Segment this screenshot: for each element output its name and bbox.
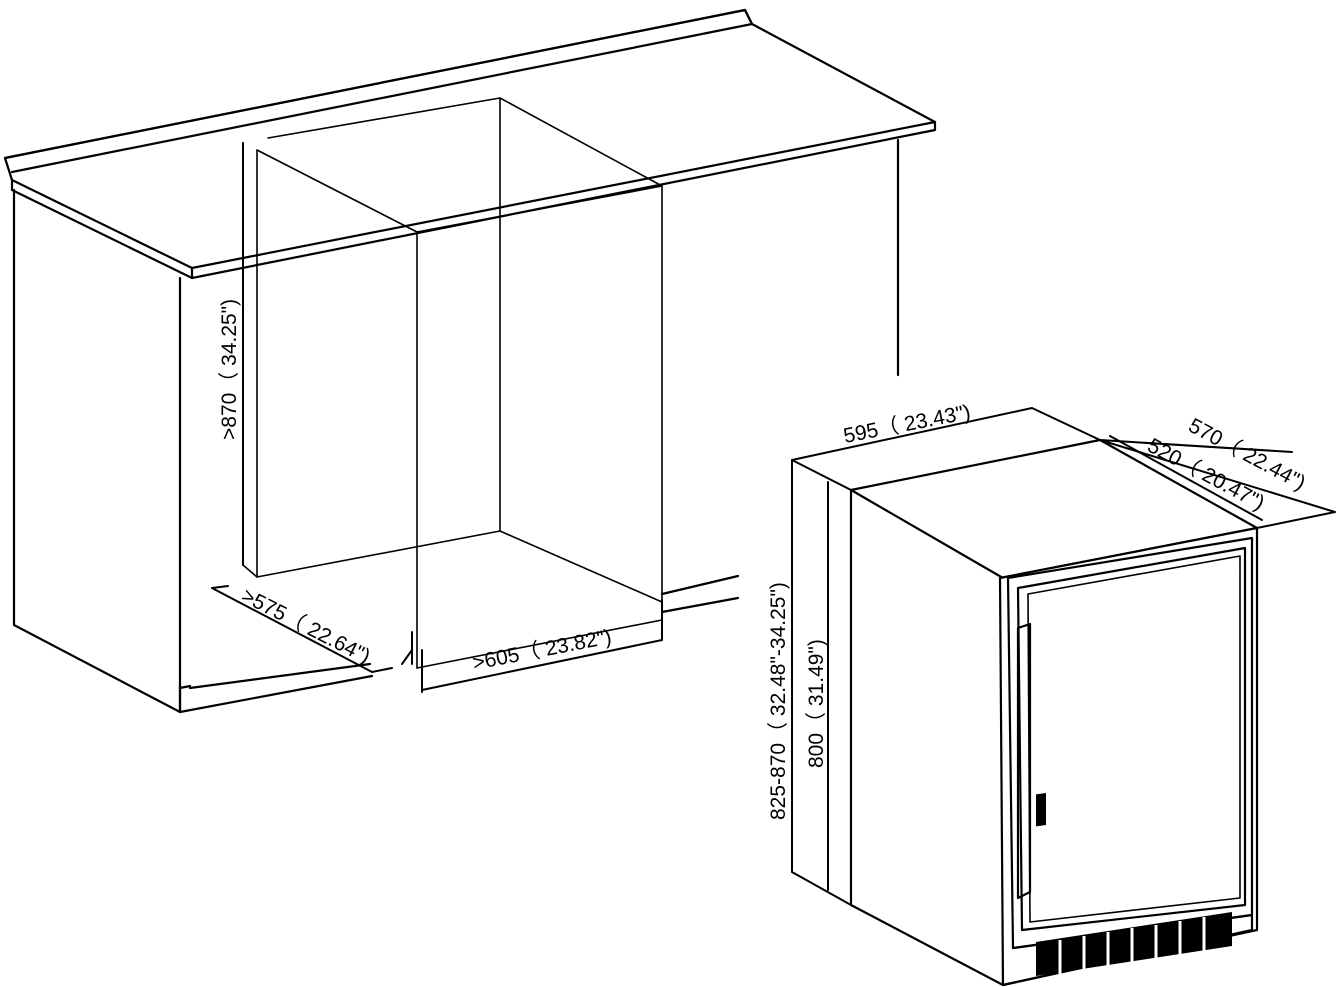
- cabinet-left-body: [12, 188, 182, 714]
- dim-unit-height-line: [791, 459, 852, 906]
- appliance-drawing: [791, 407, 1336, 987]
- dim-niche-depth-line: [211, 585, 393, 673]
- countertop-backsplash: [3, 8, 754, 174]
- dim-unit-width-line: [791, 407, 1101, 491]
- appliance-side: [849, 488, 1005, 987]
- dim-niche-width-line: [421, 599, 663, 693]
- niche-outline: [242, 97, 663, 669]
- label-niche-depth: >575（ 22.64"): [238, 584, 374, 669]
- appliance-front: [998, 526, 1259, 987]
- appliance-door-glass: [1016, 546, 1247, 932]
- label-unit-height-body: 800（ 31.49"): [805, 639, 828, 768]
- label-niche-width: >605（ 23.82"): [471, 625, 614, 675]
- countertop-top: [3, 8, 937, 270]
- label-niche-height: >870（ 34.25"): [218, 299, 241, 440]
- appliance-handle: [1016, 622, 1032, 900]
- label-unit-width: 595（ 23.43"): [842, 401, 973, 448]
- vent-grille: [1036, 792, 1046, 827]
- label-unit-height-adjustable: 825-870（ 32.48"-34.25"): [767, 582, 790, 820]
- cabinet-drawing: [3, 8, 937, 714]
